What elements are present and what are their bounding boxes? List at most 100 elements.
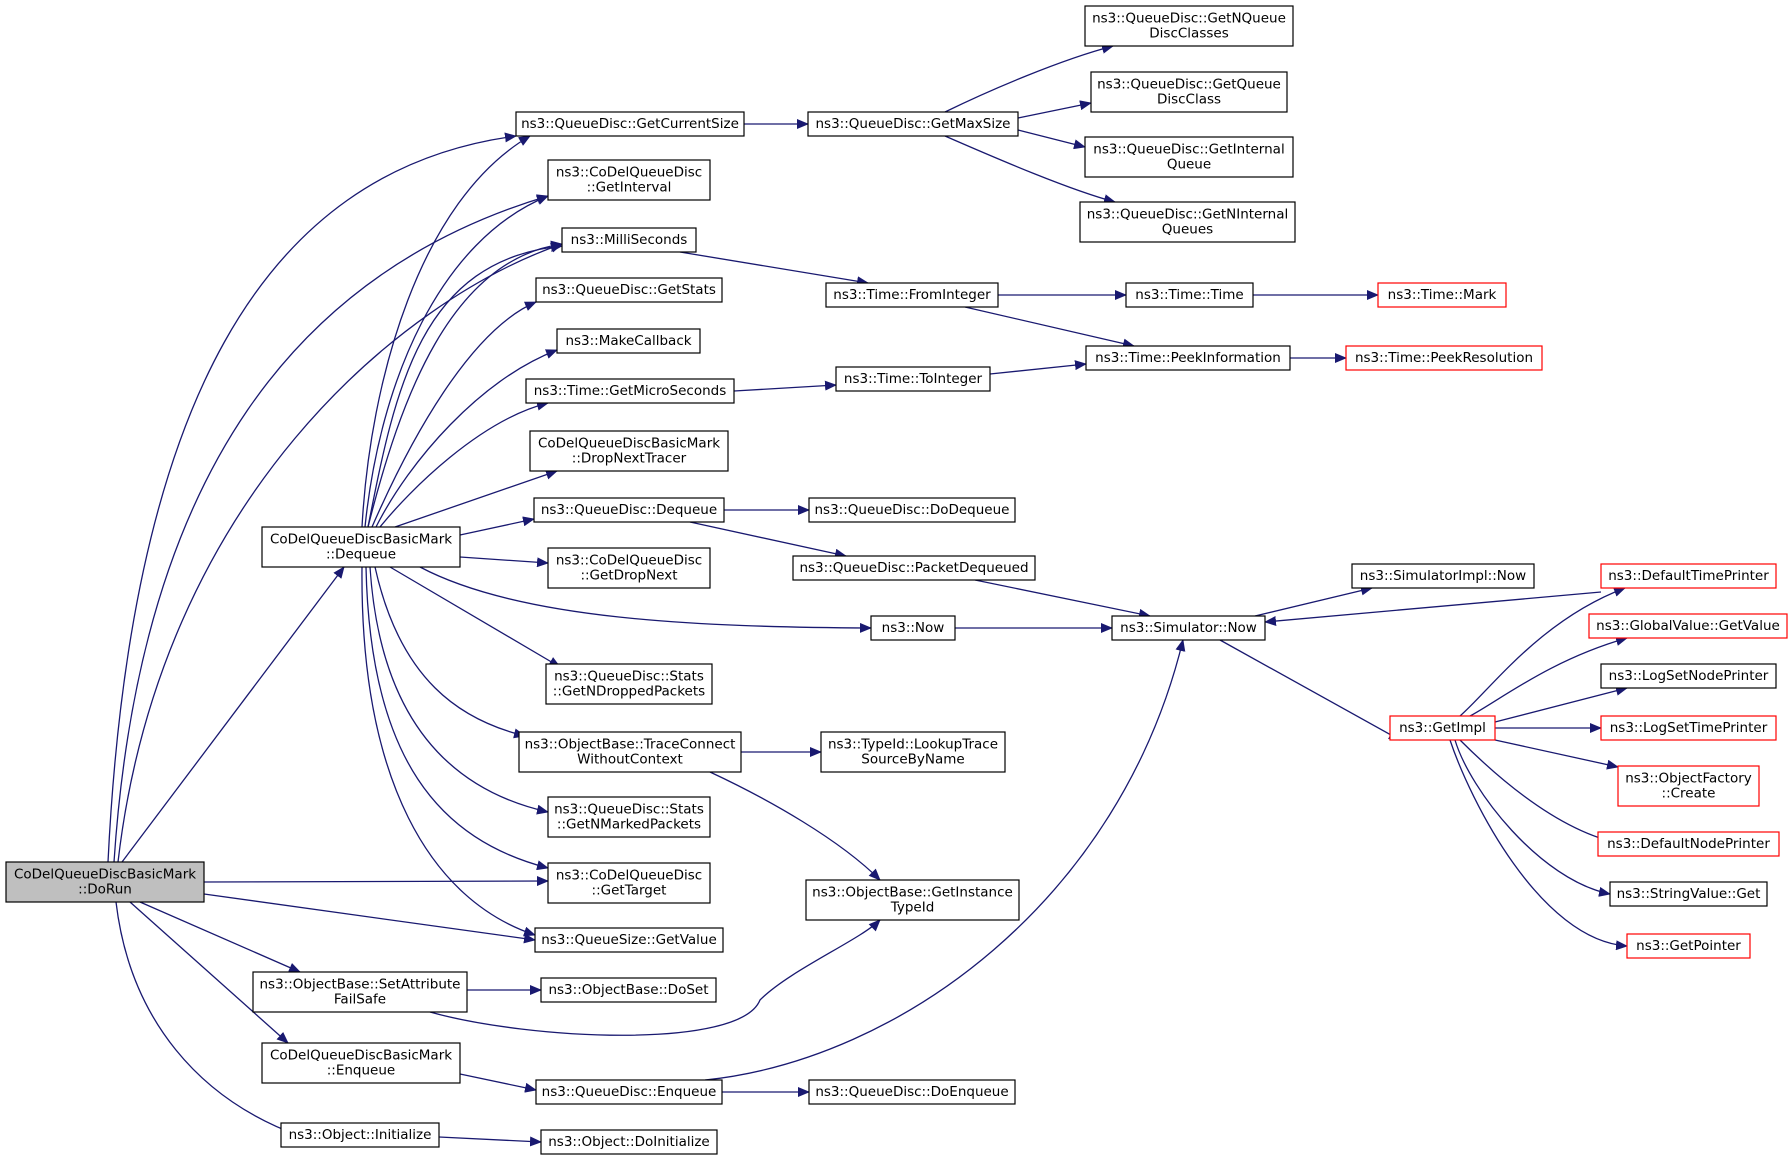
edge-simnow-to-simimplnow — [1254, 585, 1373, 617]
edge-toint-to-peekinfo — [989, 360, 1087, 375]
node-box — [1377, 282, 1507, 308]
edge-qddequeue-to-pktdeq — [689, 521, 847, 559]
node-dequeue[interactable]: CoDelQueueDiscBasicMark::Dequeue — [261, 526, 461, 568]
node-timemark[interactable]: ns3::Time::Mark — [1377, 282, 1507, 308]
node-timetime[interactable]: ns3::Time::Time — [1125, 282, 1254, 308]
node-gvgetvalue[interactable]: ns3::GlobalValue::GetValue — [1588, 613, 1788, 639]
node-dodequeue[interactable]: ns3::QueueDisc::DoDequeue — [808, 497, 1016, 523]
node-getinterval[interactable]: ns3::CoDelQueueDisc::GetInterval — [547, 159, 711, 201]
node-gettarget[interactable]: ns3::CoDelQueueDisc::GetTarget — [547, 862, 711, 904]
node-box — [535, 1079, 723, 1105]
node-doinit[interactable]: ns3::Object::DoInitialize — [540, 1129, 718, 1155]
node-label: CoDelQueueDiscBasicMark — [270, 532, 452, 548]
node-box — [533, 497, 725, 523]
node-label: ns3::Time::Mark — [1388, 287, 1497, 303]
node-label: ns3::Time::GetMicroSeconds — [534, 383, 727, 399]
node-label: Queues — [1162, 222, 1213, 238]
node-box — [1588, 613, 1788, 639]
node-objinit[interactable]: ns3::Object::Initialize — [280, 1122, 440, 1148]
node-label: ::GetTarget — [592, 883, 667, 899]
node-label: ns3::MakeCallback — [565, 333, 691, 349]
node-toint[interactable]: ns3::Time::ToInteger — [835, 366, 991, 392]
node-label: ns3::QueueDisc::GetNInternal — [1087, 207, 1289, 223]
node-label: ::Dequeue — [326, 547, 396, 563]
node-millis[interactable]: ns3::MilliSeconds — [561, 227, 697, 253]
node-root[interactable]: CoDelQueueDiscBasicMark::DoRun — [5, 861, 205, 903]
node-qsgetvalue[interactable]: ns3::QueueSize::GetValue — [534, 927, 724, 953]
node-getndropped[interactable]: ns3::QueueDisc::Stats::GetNDroppedPacket… — [545, 663, 713, 705]
edge-getimpl-to-logsetnode — [1494, 685, 1628, 723]
node-label: ::Enqueue — [327, 1063, 395, 1079]
node-doset[interactable]: ns3::ObjectBase::DoSet — [540, 977, 717, 1003]
node-stringvalget[interactable]: ns3::StringValue::Get — [1609, 881, 1768, 907]
node-getmicro[interactable]: ns3::Time::GetMicroSeconds — [525, 378, 735, 404]
node-label: ns3::DefaultNodePrinter — [1607, 836, 1770, 852]
node-pktdeq[interactable]: ns3::QueueDisc::PacketDequeued — [792, 555, 1036, 581]
node-label: ns3::QueueDisc::GetInternal — [1093, 142, 1284, 158]
node-getnmarked[interactable]: ns3::QueueDisc::Stats::GetNMarkedPackets — [547, 796, 711, 838]
node-qdenqueue[interactable]: ns3::QueueDisc::Enqueue — [535, 1079, 723, 1105]
node-label: ns3::MilliSeconds — [571, 232, 688, 248]
node-logsettime[interactable]: ns3::LogSetTimePrinter — [1600, 715, 1777, 741]
node-peekinfo[interactable]: ns3::Time::PeekInformation — [1085, 345, 1291, 371]
node-traceconnect[interactable]: ns3::ObjectBase::TraceConnectWithoutCont… — [518, 731, 742, 773]
node-box — [261, 1042, 461, 1084]
node-getimpl[interactable]: ns3::GetImpl — [1389, 715, 1496, 741]
node-box — [870, 615, 956, 641]
node-makecb[interactable]: ns3::MakeCallback — [556, 328, 701, 354]
node-getdropnext[interactable]: ns3::CoDelQueueDisc::GetDropNext — [547, 547, 711, 589]
node-box — [1084, 136, 1294, 178]
node-getpointer[interactable]: ns3::GetPointer — [1626, 933, 1751, 959]
node-simnow[interactable]: ns3::Simulator::Now — [1111, 615, 1266, 641]
node-box — [1600, 663, 1777, 689]
node-objfactory[interactable]: ns3::ObjectFactory::Create — [1617, 765, 1760, 807]
node-box — [534, 927, 724, 953]
node-label: ns3::Now — [882, 620, 945, 636]
node-label: ns3::QueueDisc::GetNQueue — [1092, 11, 1286, 27]
node-fromint[interactable]: ns3::Time::FromInteger — [825, 282, 999, 308]
node-box — [556, 328, 701, 354]
node-box — [1597, 831, 1780, 857]
node-dropnext[interactable]: CoDelQueueDiscBasicMark::DropNextTracer — [529, 430, 729, 472]
node-qddequeue[interactable]: ns3::QueueDisc::Dequeue — [533, 497, 725, 523]
node-label: ns3::QueueDisc::GetStats — [542, 282, 716, 298]
node-box — [792, 555, 1036, 581]
node-simimplnow[interactable]: ns3::SimulatorImpl::Now — [1351, 563, 1535, 589]
node-deftimeprinter[interactable]: ns3::DefaultTimePrinter — [1600, 563, 1777, 589]
node-box — [1600, 715, 1777, 741]
node-label: ns3::GlobalValue::GetValue — [1596, 618, 1780, 634]
node-label: ns3::Object::Initialize — [289, 1127, 432, 1143]
node-enqueue[interactable]: CoDelQueueDiscBasicMark::Enqueue — [261, 1042, 461, 1084]
node-label: ns3::Object::DoInitialize — [548, 1134, 710, 1150]
node-label: ns3::QueueDisc::GetQueue — [1097, 77, 1281, 93]
node-defnodeprinter[interactable]: ns3::DefaultNodePrinter — [1597, 831, 1780, 857]
node-label: ns3::LogSetTimePrinter — [1610, 720, 1768, 736]
node-peekres[interactable]: ns3::Time::PeekResolution — [1345, 345, 1543, 371]
edge-dequeue-to-millis-2 — [367, 242, 563, 528]
edge-dequeue-to-traceconnect — [374, 566, 526, 739]
node-doenqueue[interactable]: ns3::QueueDisc::DoEnqueue — [808, 1079, 1016, 1105]
node-now[interactable]: ns3::Now — [870, 615, 956, 641]
edge-getimpl-to-defnodeprinter — [1459, 739, 1623, 847]
node-getstats[interactable]: ns3::QueueDisc::GetStats — [535, 277, 723, 303]
node-logsetnode[interactable]: ns3::LogSetNodePrinter — [1600, 663, 1777, 689]
node-getcursize[interactable]: ns3::QueueDisc::GetCurrentSize — [515, 111, 745, 137]
node-box — [1084, 5, 1294, 47]
edge-fromint-to-peekinfo — [964, 306, 1135, 349]
edge-millis-to-fromint — [679, 251, 869, 287]
node-label: ns3::QueueDisc::DoEnqueue — [815, 1084, 1008, 1100]
node-label: ::GetNMarkedPackets — [557, 817, 701, 833]
node-label: ns3::SimulatorImpl::Now — [1360, 568, 1526, 584]
node-box — [1345, 345, 1543, 371]
edge-dequeue-to-gettarget — [365, 566, 549, 871]
node-getmaxsize[interactable]: ns3::QueueDisc::GetMaxSize — [807, 111, 1019, 137]
node-box — [535, 277, 723, 303]
edge-root-to-enqueue — [129, 901, 289, 1044]
